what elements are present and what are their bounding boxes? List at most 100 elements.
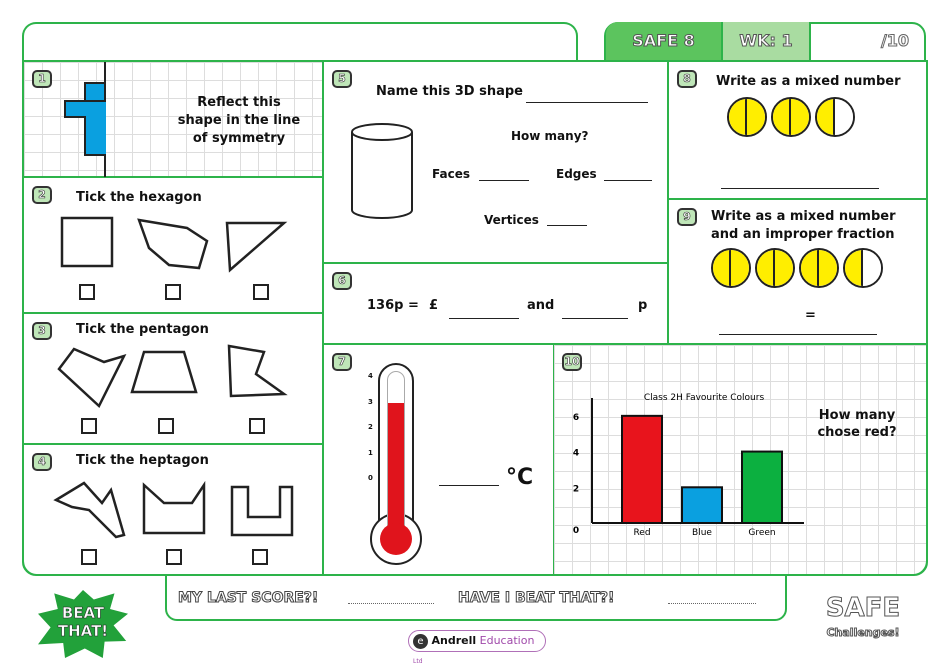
thermometer-mercury bbox=[388, 402, 404, 535]
y-tick-label: 4 bbox=[573, 449, 579, 459]
scale-tick: 1 bbox=[368, 448, 373, 457]
fraction-circle bbox=[799, 248, 839, 288]
question-number: 10 bbox=[562, 353, 582, 371]
temperature-input[interactable] bbox=[439, 485, 499, 486]
fraction-circles bbox=[711, 248, 887, 292]
question-2: 2 Tick the hexagon bbox=[23, 177, 323, 313]
brand-name: Andrell bbox=[431, 634, 477, 647]
pence-sign: p bbox=[638, 298, 648, 313]
vertices-input[interactable] bbox=[547, 225, 587, 226]
fraction-circle bbox=[711, 248, 751, 288]
fraction-circle bbox=[843, 248, 883, 288]
question-number: 7 bbox=[332, 353, 352, 371]
tick-box[interactable] bbox=[253, 284, 269, 300]
shapes bbox=[53, 480, 294, 539]
question-number: 5 bbox=[332, 70, 352, 88]
last-score-input[interactable] bbox=[348, 603, 434, 604]
scale-tick: 4 bbox=[368, 372, 373, 380]
tick-box[interactable] bbox=[166, 549, 182, 565]
question-number: 9 bbox=[677, 208, 697, 226]
y-tick-label: 2 bbox=[573, 484, 579, 494]
question-number: 1 bbox=[32, 70, 52, 88]
scale-tick: 2 bbox=[368, 423, 373, 431]
square-shape bbox=[60, 216, 114, 268]
answer-line[interactable] bbox=[721, 188, 879, 189]
name-box[interactable] bbox=[22, 22, 578, 62]
blue-shape bbox=[84, 82, 104, 102]
fraction-circles bbox=[727, 97, 859, 141]
pence-input[interactable] bbox=[562, 318, 628, 319]
question-number: 4 bbox=[32, 453, 52, 471]
question-7: 7 4 3 2 1 0 °C bbox=[323, 344, 554, 575]
tick-box[interactable] bbox=[252, 549, 268, 565]
question-number: 8 bbox=[677, 70, 697, 88]
vertices-label: Vertices bbox=[484, 213, 539, 227]
question-text: Write as a mixed number and an improper … bbox=[711, 209, 896, 242]
cylinder-shape bbox=[351, 123, 413, 219]
question-text: Tick the heptagon bbox=[76, 453, 209, 468]
pound-sign: £ bbox=[429, 298, 439, 313]
chart-title: Class 2H Favourite Colours bbox=[644, 393, 765, 403]
pounds-input[interactable] bbox=[449, 318, 519, 319]
question-number: 2 bbox=[32, 186, 52, 204]
scale-tick: 0 bbox=[368, 474, 373, 482]
tab-week: WK: 1 bbox=[721, 22, 811, 60]
fraction-circle bbox=[771, 97, 811, 137]
tick-box[interactable] bbox=[81, 549, 97, 565]
beat-that-label: HAVE I BEAT THAT?! bbox=[457, 590, 615, 607]
how-many-label: How many? bbox=[511, 129, 589, 143]
question-text: Reflect this shape in the line of symmet… bbox=[177, 95, 301, 146]
thermometer-bulb-fill bbox=[380, 523, 412, 555]
question-text: Name this 3D shape bbox=[376, 84, 523, 99]
question-number: 3 bbox=[32, 322, 52, 340]
fraction-circle bbox=[815, 97, 855, 137]
x-tick-label: Green bbox=[748, 528, 775, 538]
beat-that-input[interactable] bbox=[668, 603, 756, 604]
equals-sign: = bbox=[805, 308, 816, 323]
tick-box[interactable] bbox=[158, 418, 174, 434]
fraction-circle bbox=[727, 97, 767, 137]
tick-box[interactable] bbox=[165, 284, 181, 300]
andrell-education-logo: e Andrell Education Ltd bbox=[408, 630, 546, 665]
triangle-shape bbox=[225, 221, 288, 273]
scale-tick: 3 bbox=[368, 397, 373, 406]
question-3: 3 Tick the pentagon bbox=[23, 313, 323, 444]
question-9: 9 Write as a mixed number and an imprope… bbox=[668, 199, 927, 344]
tick-box[interactable] bbox=[81, 418, 97, 434]
fraction-circle bbox=[755, 248, 795, 288]
y-tick-label: 6 bbox=[573, 413, 579, 423]
shapes bbox=[60, 216, 288, 273]
question-text: Tick the pentagon bbox=[76, 322, 209, 337]
bar-blue bbox=[681, 486, 723, 525]
andrell-e-icon: e bbox=[413, 633, 428, 649]
shapes bbox=[57, 344, 288, 409]
unit-label: °C bbox=[506, 465, 534, 490]
question-6: 6 136p = £ and p bbox=[323, 263, 668, 344]
faces-input[interactable] bbox=[479, 180, 529, 181]
answer-line[interactable] bbox=[719, 334, 877, 335]
edges-input[interactable] bbox=[604, 180, 652, 181]
answer-line[interactable] bbox=[526, 102, 648, 103]
score-label: /10 bbox=[880, 31, 910, 51]
brand-name-2: Education bbox=[479, 634, 535, 647]
question-number: 6 bbox=[332, 272, 352, 290]
question-text: Write as a mixed number bbox=[716, 74, 901, 89]
question-4: 4 Tick the heptagon bbox=[23, 444, 323, 575]
edges-label: Edges bbox=[556, 167, 597, 181]
amount-label: 136p = bbox=[367, 298, 419, 313]
question-text: How many chose red? bbox=[817, 408, 897, 440]
tick-box[interactable] bbox=[79, 284, 95, 300]
faces-label: Faces bbox=[432, 167, 470, 181]
tick-box[interactable] bbox=[249, 418, 265, 434]
blue-shape-tail bbox=[84, 116, 106, 156]
last-score-label: MY LAST SCORE?! bbox=[177, 590, 319, 607]
brand-ltd: Ltd bbox=[413, 658, 423, 665]
tab-safe: SAFE 8 bbox=[606, 22, 721, 60]
y-tick-label: 0 bbox=[573, 526, 579, 536]
question-1: 1 Reflect this shape in the line of symm… bbox=[23, 61, 323, 177]
bar-red bbox=[621, 414, 663, 524]
